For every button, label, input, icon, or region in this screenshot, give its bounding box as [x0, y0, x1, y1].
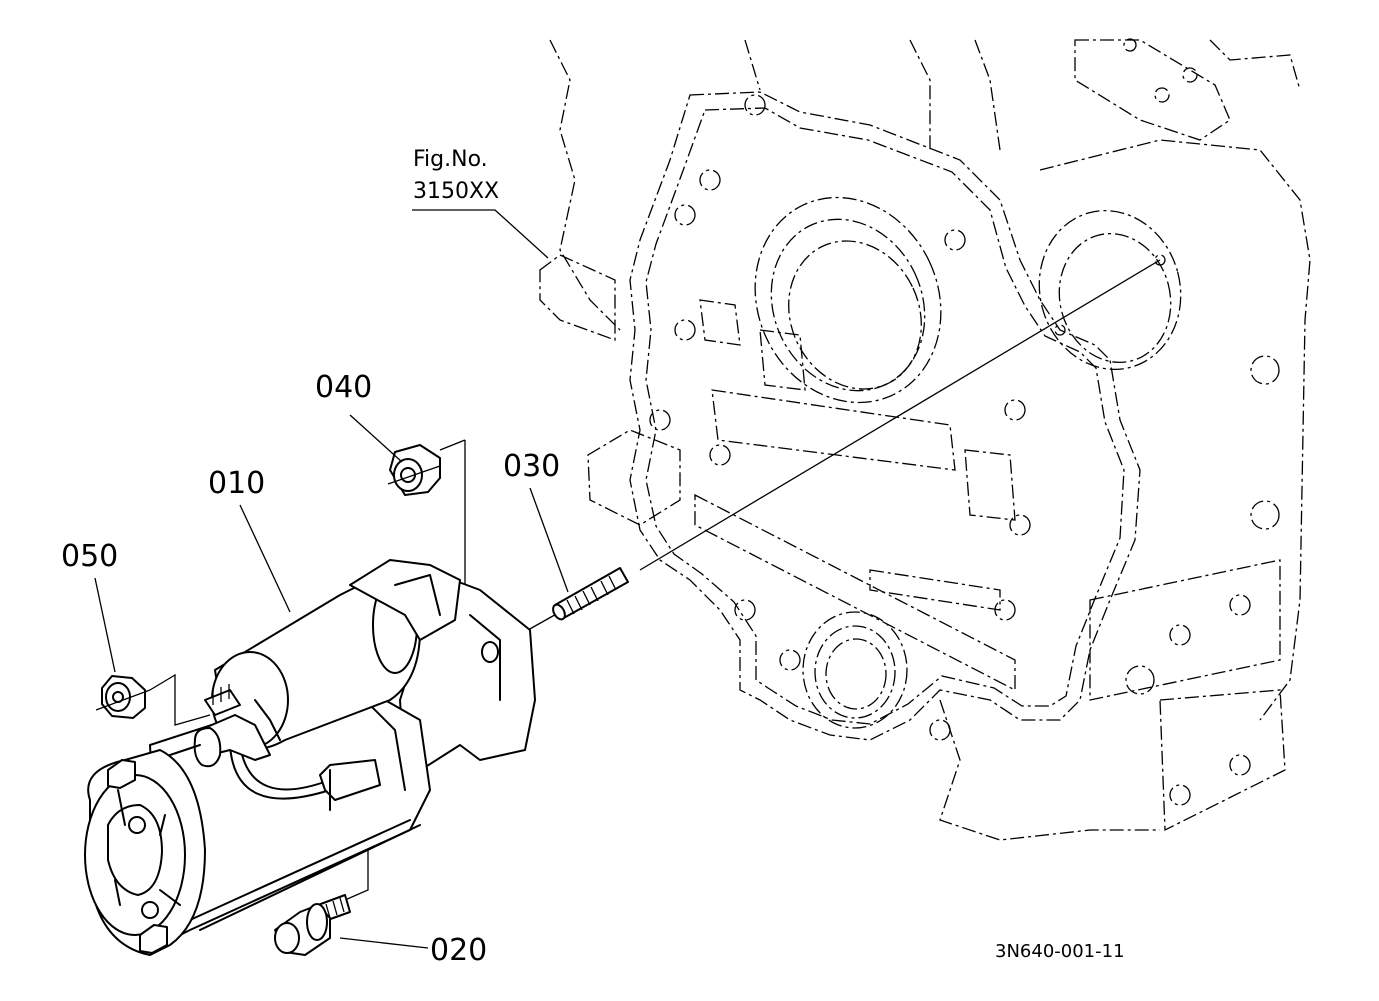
drawing-code: 3N640-001-11: [995, 941, 1125, 962]
starter-motor-part-010: [84, 559, 536, 956]
callout-050: 050: [61, 539, 118, 574]
flange-nut-part-040: [387, 444, 441, 496]
hex-nut-part-050: [95, 675, 151, 719]
callout-030: 030: [503, 449, 560, 484]
leader-lines: [94, 209, 569, 949]
figure-ref-line1: Fig.No.: [413, 147, 488, 172]
callout-020: 020: [430, 933, 487, 968]
bolt-part-020: [274, 894, 351, 956]
callout-labels: Fig.No. 3150XX 040 030 010 050 020 3N640…: [61, 147, 1125, 968]
callout-040: 040: [315, 370, 372, 405]
callout-010: 010: [208, 466, 265, 501]
stud-part-030: [552, 567, 629, 621]
figure-ref-line2: 3150XX: [413, 179, 499, 204]
gear-case-housing: [539, 38, 1311, 841]
